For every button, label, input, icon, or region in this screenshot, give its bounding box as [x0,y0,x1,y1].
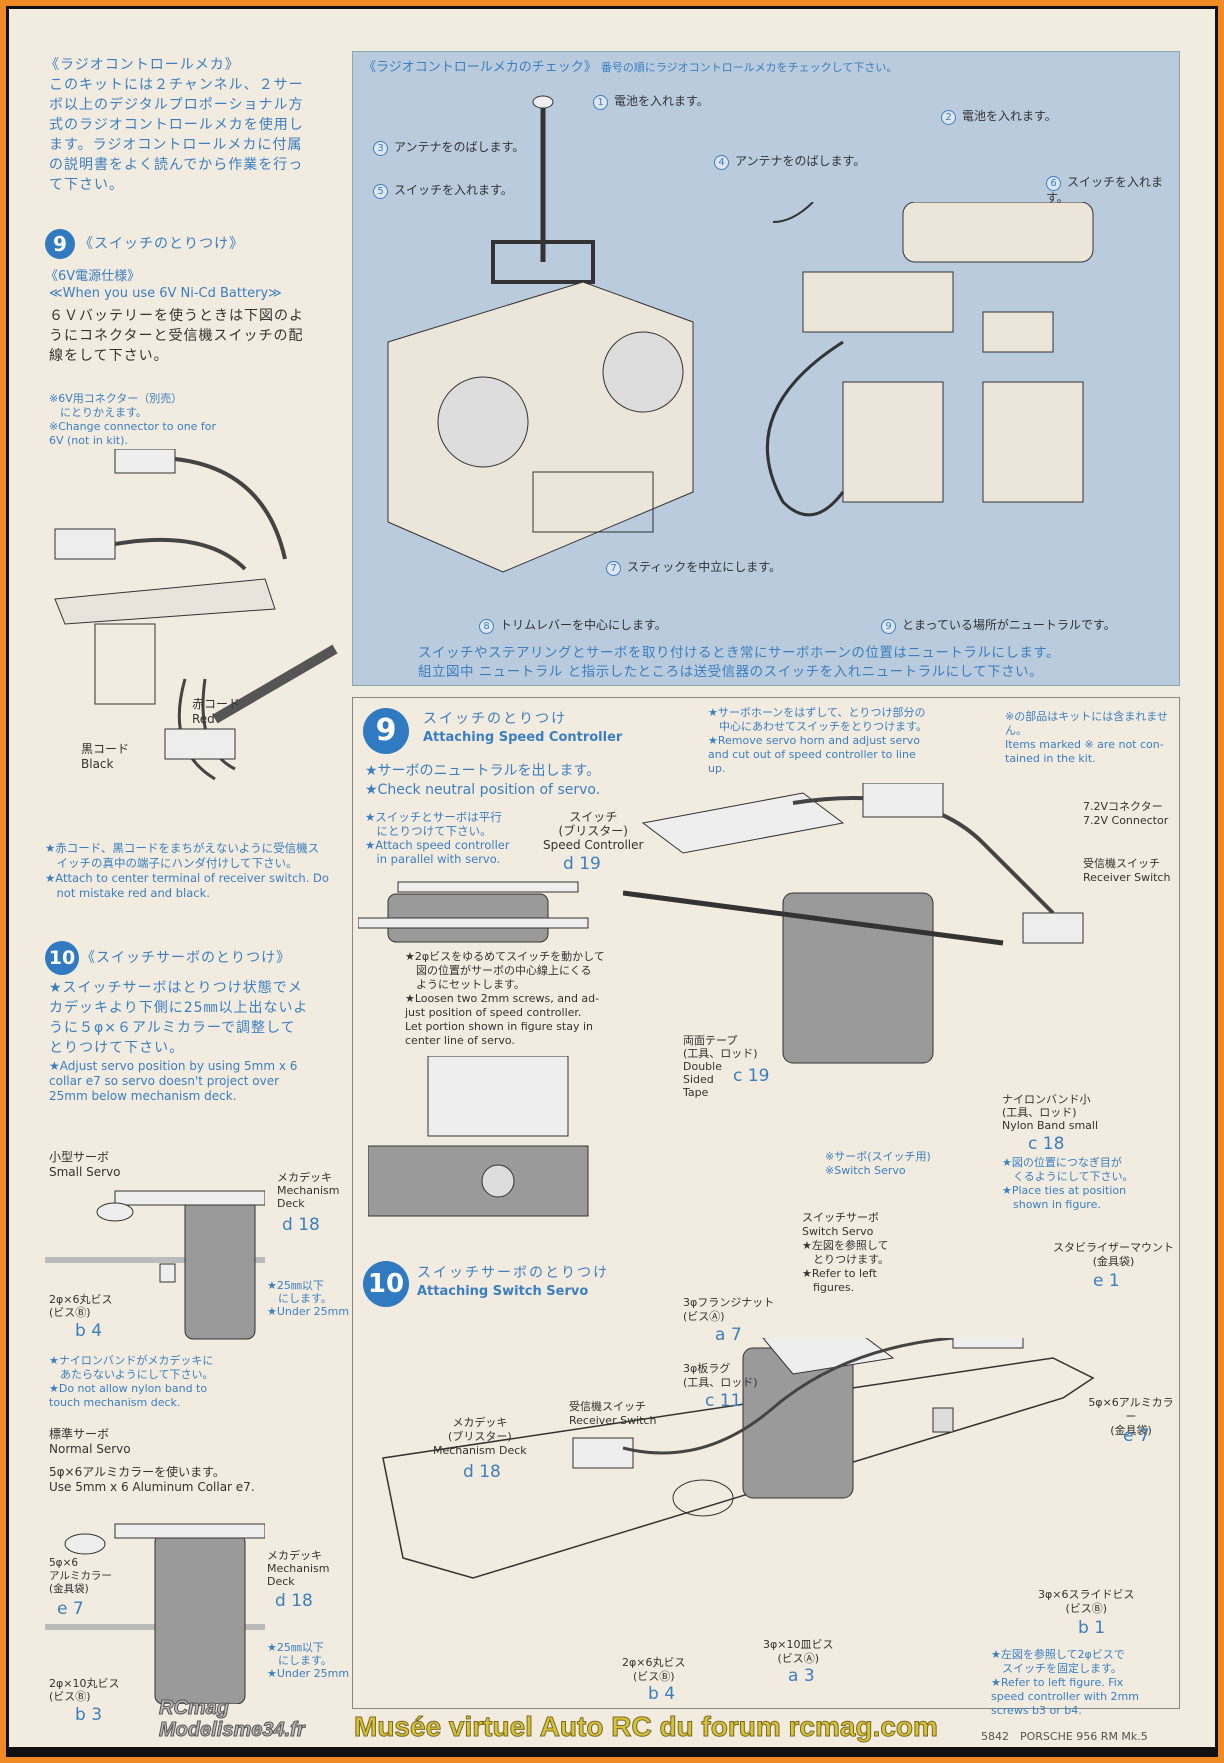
under25-note-2: ★25㎜以下 にします。 ★Under 25mm [267,1641,350,1680]
nylon-note: ★ナイロンバンドがメカデッキに あたらないようにして下さい。 ★Do not a… [49,1354,214,1409]
transmitter-illustration [387,95,694,573]
speed-controller-code: d 19 [563,854,601,874]
step10-badge: 10 [45,941,79,975]
v6-title: 《6V電源仕様》 [45,269,141,284]
intro-text: このキットには２チャンネル、２サー ボ以上のデジタルプロポーショナル方 式のラジ… [49,77,304,193]
controller-detail-illustration [368,1056,589,1217]
assembly-panel: 9 スイッチのとりつけ Attaching Speed Controller ★… [352,697,1180,1717]
double-tape-code: c 19 [733,1066,770,1086]
horn-note: ★サーボホーンをはずして、とりつけ部分の 中心にあわせてスイッチをとりつけます。… [708,706,928,775]
lug-code: c 11 [705,1391,742,1411]
nylon-band-code: c 18 [1028,1134,1065,1154]
receiver-servo-illustration [765,202,1094,517]
flat-screw-label: 3φ×10皿ビス (ビスⒶ) [763,1638,834,1665]
step9-large-badge: 9 [363,708,409,754]
deck-code-2: d 18 [275,1591,313,1611]
normal-servo-illustration [45,1523,265,1704]
stabilizer-label: スタビライザーマウント (金具袋) [1053,1241,1174,1268]
step9-title-en: Attaching Speed Controller [423,730,623,745]
step10-title-jp: スイッチサーボのとりつけ [417,1265,610,1281]
small-servo-label: 小型サーボ Small Servo [49,1150,121,1179]
manual-page: 《ラジオコントロールメカ》 このキットには２チャンネル、２サー ボ以上のデジタル… [9,9,1215,1747]
rcmag-logo-watermark: RCmag Modelisme34.fr [159,1697,306,1742]
not-included-note: ※の部品はキットには含まれませ ん。 Items marked ※ are no… [1005,710,1168,765]
v6-title-en: ≪When you use 6V Ni-Cd Battery≫ [49,286,282,301]
red-wire-label: 赤コード Red [192,697,241,726]
screw-code-1: b 4 [75,1321,103,1341]
step10-large-badge: 10 [363,1261,409,1307]
flat-screw-code: a 3 [788,1666,815,1686]
under25-note-1: ★25㎜以下 にします。 ★Under 25mm [267,1279,350,1318]
check-subtitle: 番号の順にラジオコントロールメカをチェックして下さい。 [600,61,898,74]
intro-title: 《ラジオコントロールメカ》 [45,57,240,73]
receiver-switch-label: 受信機スイッチ Receiver Switch [1083,857,1171,884]
mechanism-deck-code: d 18 [463,1462,501,1482]
step10-title-en: Attaching Switch Servo [417,1284,589,1299]
round-screw-code: b 4 [648,1684,676,1704]
double-tape-label: 両面テープ (工具、ロッド) Double Sided Tape [683,1034,758,1099]
collar-label-2: 5φ×6アルミカラー (金具袋) [1088,1396,1174,1437]
receiver-switch-label-2: 受信機スイッチ Receiver Switch [569,1400,657,1427]
radio-check-panel: 《ラジオコントロールメカのチェック》 番号の順にラジオコントロールメカをチェック… [352,51,1180,686]
check-title: 《ラジオコントロールメカのチェック》 [363,60,597,75]
step9-title-jp: スイッチのとりつけ [423,711,568,727]
small-servo-illustration [45,1190,265,1340]
solder-note: ★赤コード、黒コードをまちがえないように受信機ス イッチの真中の端子にハンダ付け… [45,841,329,900]
switch-servo-assembly-illustration [382,1338,1095,1579]
screw-code-2: b 3 [75,1705,103,1725]
collar-note: 5φ×6アルミカラーを使います。 Use 5mm x 6 Aluminum Co… [49,1465,255,1494]
step10-text-en: ★Adjust servo position by using 5mm x 6 … [49,1059,298,1103]
mechanism-deck-label: メカデッキ (ブリスター) Mechanism Deck [433,1416,527,1457]
stabilizer-code: e 1 [1093,1271,1120,1291]
collar-label: 5φ×6 アルミカラー (金具袋) [49,1557,112,1595]
slide-screw-code: b 1 [1078,1618,1106,1638]
connector-note: ※6V用コネクター（別売） にとりかえます。 ※Change connector… [49,392,217,447]
wiring-illustration [54,449,338,781]
step10-text: ★スイッチサーボはとりつけ状態でメ カデッキより下側に25㎜以上出ないよ うに５… [49,980,309,1056]
page-footer: 5842 PORSCHE 956 RM Mk.5 [981,1730,1148,1743]
step10-title: 《スイッチサーボのとりつけ》 [81,950,292,966]
connector-72v-label: 7.2Vコネクター 7.2V Connector [1083,800,1169,827]
flange-nut-label: 3φフランジナット (ビスⒶ) [683,1296,775,1323]
screw-label-2: 2φ×10丸ビス (ビスⒷ) [49,1677,120,1703]
nylon-band-label: ナイロンバンド小 (工具、ロッド) Nylon Band small [1002,1093,1099,1132]
slide-screw-label: 3φ×6スライドビス (ビスⒷ) [1038,1588,1135,1615]
switch-servo-note: ※サーボ(スイッチ用) ※Switch Servo [825,1150,931,1177]
parallel-note: ★スイッチとサーボは平行 にとりつけて下さい。 ★Attach speed co… [365,810,510,866]
servo-side-illustration [358,881,589,943]
screw-label-1: 2φ×6丸ビス (ビスⒷ) [49,1293,113,1319]
step9-title: 《スイッチのとりつけ》 [79,236,245,252]
speed-controller-label: スイッチ (ブリスター) Speed Controller [543,810,644,852]
museum-watermark: Musée virtuel Auto RC du forum rcmag.com [354,1711,939,1743]
collar-code-2: e 7 [1123,1426,1150,1446]
normal-servo-label: 標準サーボ Normal Servo [49,1427,131,1456]
switch-servo-label: スイッチサーボ Switch Servo ★左図を参照して とりつけます。 ★R… [802,1211,890,1294]
step9-badge: 9 [45,229,75,259]
black-wire-label: 黒コード Black [81,742,130,771]
neutral-instruction: スイッチやステアリングとサーボを取り付けるとき常にサーボホーンの位置はニュートラ… [418,645,1060,680]
neutral-note: ★サーボのニュートラルを出します。 ★Check neutral positio… [365,763,601,798]
nylon-position-note: ★図の位置につなぎ目が くるようにして下さい。 ★Place ties at p… [1002,1156,1134,1211]
speed-controller-assembly-illustration [623,783,1084,1064]
collar-code: e 7 [57,1599,84,1619]
deck-label-2: メカデッキ Mechanism Deck [267,1549,330,1588]
deck-code-1: d 18 [282,1215,320,1235]
flange-nut-code: a 7 [715,1325,742,1345]
round-screw-label: 2φ×6丸ビス (ビスⒷ) [622,1656,686,1683]
v6-text: ６Ｖバッテリーを使うときは下図のよ うにコネクターと受信機スイッチの配 線をして… [49,308,304,364]
loosen-note: ★2φビスをゆるめてスイッチを動かして 図の位置がサーボの中心線上にくる ように… [405,950,605,1047]
lug-label: 3φ板ラグ (工具、ロッド) [683,1362,758,1389]
deck-label-1: メカデッキ Mechanism Deck [277,1171,340,1210]
fix-note: ★左図を参照して2φビスで スイッチを固定します。 ★Refer to left… [991,1648,1139,1717]
